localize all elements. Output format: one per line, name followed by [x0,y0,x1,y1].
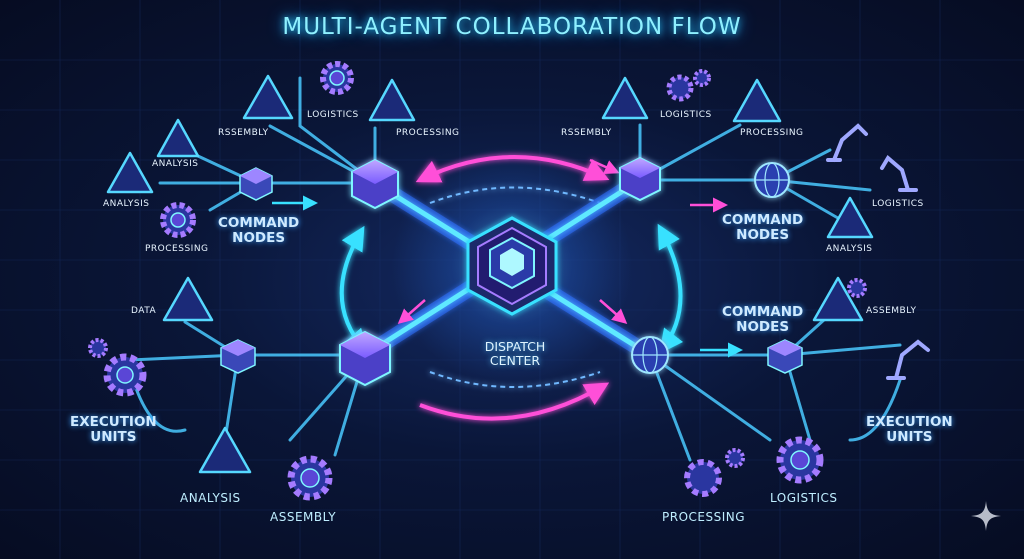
robot-arm-icon [886,339,930,380]
gear-icon [287,455,333,501]
warning-triangle-icon [732,78,782,123]
warning-triangle-icon [156,118,200,158]
sparkle-icon [971,501,1001,531]
label-logistics: LOGISTICS [770,491,838,505]
cube-node-small-top-left [239,167,273,201]
robot-arm-icon [826,123,868,162]
heading-line: NODES [736,227,790,243]
heading-execution-units: EXECUTION UNITS [866,415,953,445]
gear-icon [88,338,147,397]
dispatch-center-node [466,216,558,316]
heading-line: UNITS [886,429,933,445]
label-logistics: LOGISTICS [660,110,712,120]
label-assembly: ASSEMBLY [270,510,337,524]
robot-arm-icon [880,154,918,192]
accent-arrows [272,158,743,358]
heading-line: NODES [232,230,286,246]
label-processing: PROCESSING [662,510,746,524]
diagram-title: MULTI-AGENT COLLABORATION FLOW [282,14,742,40]
globe-icon [631,336,669,374]
warning-triangle-icon [601,76,649,120]
gear-icon [776,436,824,484]
center-line: CENTER [489,353,541,368]
label-processing: PROCESSING [740,128,804,138]
gear-icon [684,448,745,497]
label-logistics: LOGISTICS [307,110,359,120]
label-data: DATA [131,306,157,316]
warning-triangle-icon [106,151,154,194]
cube-node-top-right [619,156,661,202]
heading-line: EXECUTION [70,414,157,430]
warning-triangle-icon [826,196,874,239]
heading-command-nodes: COMMAND NODES [722,213,803,243]
center-line: DISPATCH [484,339,546,354]
cube-node-small-bottom-right [767,339,803,374]
heading-execution-units: EXECUTION UNITS [70,415,157,445]
label-analysis: ANALYSIS [180,491,241,505]
label-assembly: RSSEMBLY [218,128,269,138]
label-processing: PROCESSING [145,244,209,254]
gear-icon [666,69,711,102]
label-assembly: RSSEMBLY [561,128,612,138]
cube-node-top-left [351,158,399,210]
gear-icon [160,202,196,238]
heading-line: COMMAND [722,304,804,320]
gear-icon [320,61,354,95]
globe-icon [754,162,790,198]
heading-line: UNITS [90,429,137,445]
label-logistics: LOGISTICS [872,199,924,209]
label-assembly: ASSEMBLY [866,306,917,316]
heading-command-nodes: COMMAND NODES [218,216,299,246]
warning-triangle-icon [368,78,416,122]
heading-command-nodes: COMMAND NODES [722,305,803,335]
heading-line: COMMAND [722,212,804,228]
label-analysis: ANALYSIS [826,244,873,254]
gear-icon [847,278,867,298]
warning-triangle-icon [162,276,214,322]
warning-triangle-icon [242,74,294,120]
heading-line: EXECUTION [866,414,953,430]
heading-line: NODES [736,319,790,335]
label-analysis: ANALYSIS [152,159,199,169]
warning-triangle-icon [198,426,252,474]
cube-node-bottom-left [339,330,391,387]
heading-line: COMMAND [218,215,300,231]
dispatch-center-label: DISPATCH CENTER [470,340,560,368]
cube-node-small-bottom-left [220,339,256,374]
warning-triangle-icon [812,276,864,322]
label-processing: PROCESSING [396,128,460,138]
label-analysis: ANALYSIS [103,199,150,209]
